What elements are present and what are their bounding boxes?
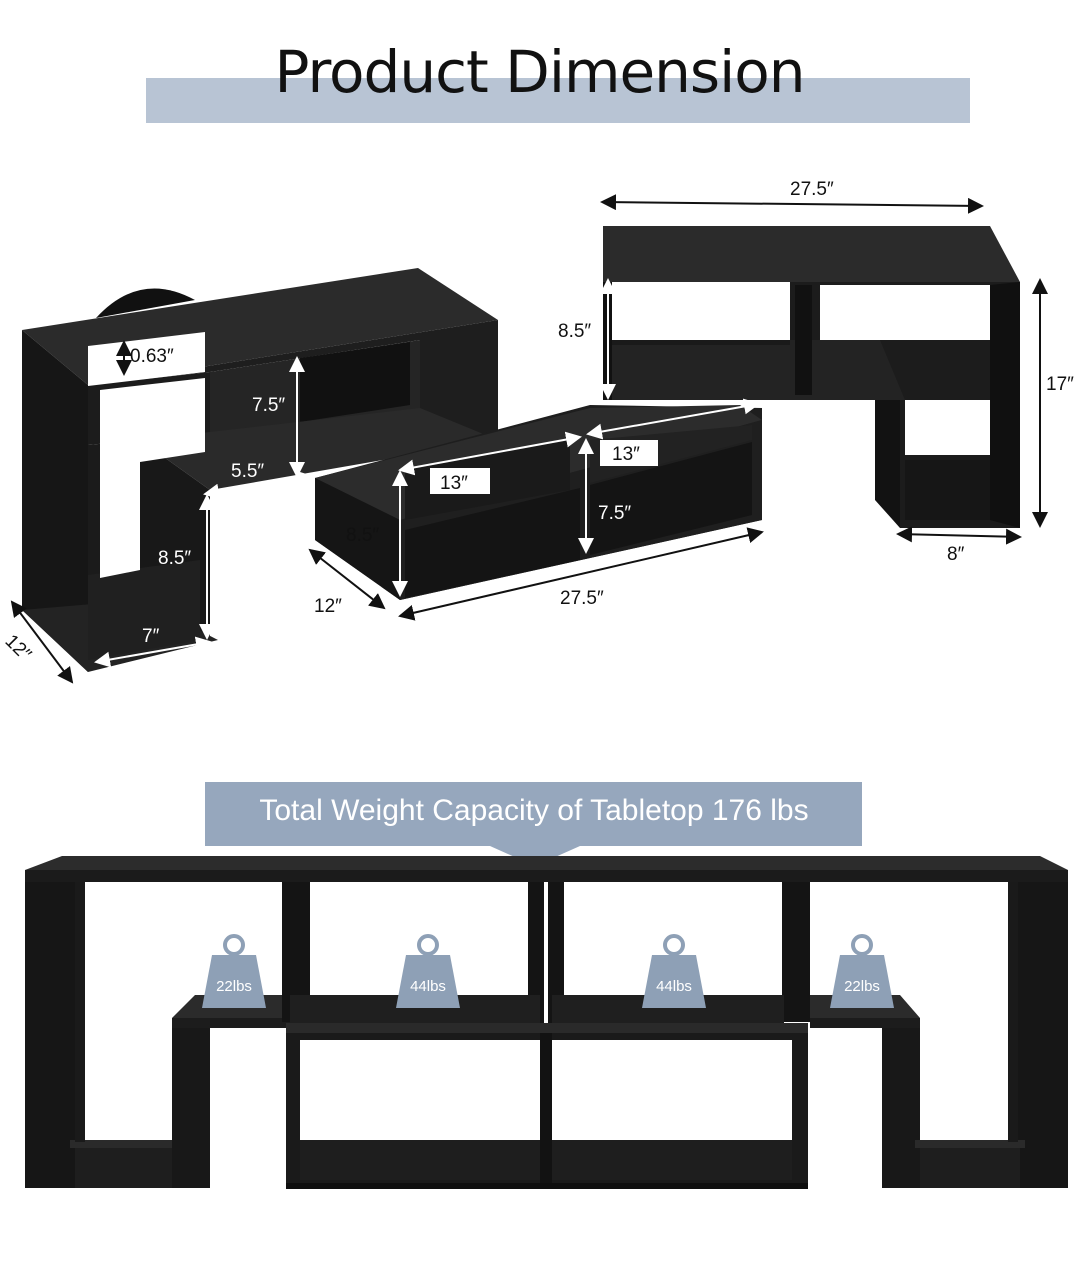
weight-icon-1: 22lbs bbox=[202, 934, 266, 1008]
dim-left-upper-height: 7.5″ bbox=[252, 395, 285, 416]
weight-label-1: 22lbs bbox=[216, 978, 252, 995]
weight-icons: 22lbs 44lbs 44lbs 22lbs bbox=[202, 934, 894, 1008]
dim-left-depth: 12″ bbox=[1, 631, 36, 666]
dim-left-lower-height: 8.5″ bbox=[158, 548, 191, 569]
title-band bbox=[146, 78, 970, 123]
dim-left-board: 0.63″ bbox=[130, 346, 174, 367]
weight-label-2: 44lbs bbox=[410, 978, 446, 995]
dim-right-height: 17″ bbox=[1046, 374, 1074, 395]
weight-label-4: 22lbs bbox=[844, 978, 880, 995]
front-view-assembly bbox=[25, 856, 1068, 1189]
dim-center-depth: 12″ bbox=[314, 596, 342, 617]
dim-top-width: 27.5″ bbox=[790, 179, 834, 200]
left-shelf-unit bbox=[22, 268, 498, 672]
dim-center-height-a: 8.5″ bbox=[346, 525, 379, 546]
dim-center-opening-a: 13″ bbox=[440, 473, 468, 494]
dim-center-height-b: 7.5″ bbox=[598, 503, 631, 524]
page-title: Product Dimension bbox=[274, 38, 806, 106]
dim-right-upper-gap: 8.5″ bbox=[558, 321, 591, 342]
weight-label-3: 44lbs bbox=[656, 978, 692, 995]
dim-center-opening-b: 13″ bbox=[612, 444, 640, 465]
capacity-label: Total Weight Capacity of Tabletop 176 lb… bbox=[259, 794, 808, 827]
weight-icon-2: 44lbs bbox=[396, 934, 460, 1008]
dimension-lines bbox=[10, 194, 1048, 684]
dim-right-bottom-width: 8″ bbox=[947, 544, 965, 565]
dim-left-step: 5.5″ bbox=[231, 461, 264, 482]
dim-left-bottom-width: 7″ bbox=[142, 626, 160, 647]
weight-icon-4: 22lbs bbox=[830, 934, 894, 1008]
dim-center-width: 27.5″ bbox=[560, 588, 604, 609]
capacity-callout: Total Weight Capacity of Tabletop 176 lb… bbox=[205, 782, 862, 866]
weight-icon-3: 44lbs bbox=[642, 934, 706, 1008]
